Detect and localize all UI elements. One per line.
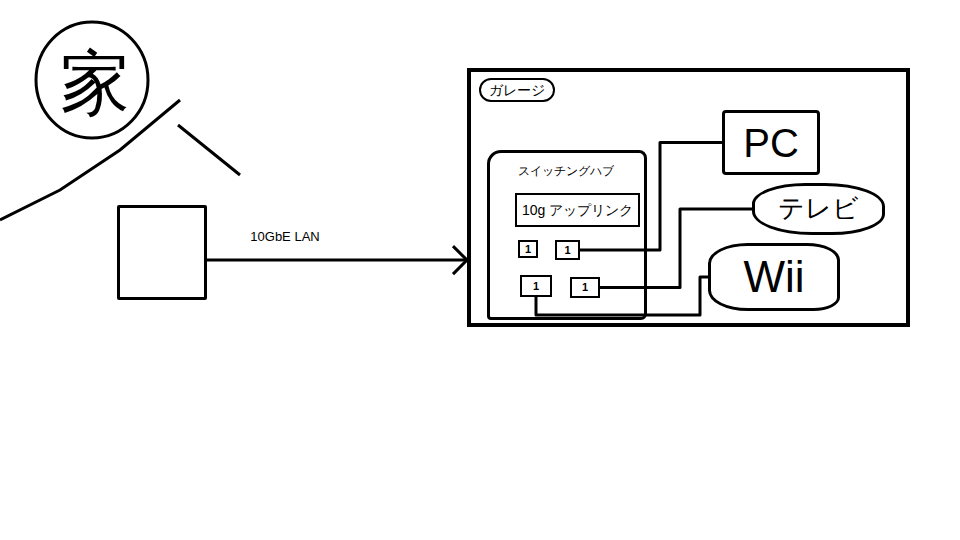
- roof-line: [178, 125, 240, 175]
- connector-line: [600, 209, 752, 288]
- uplink-port: 10g アップリンク: [515, 193, 640, 227]
- lan-cable: [580, 143, 722, 251]
- label-circle: [36, 22, 148, 138]
- lan-port: 1: [520, 275, 552, 297]
- lan-port: 1: [555, 240, 580, 260]
- house-box: 家: [117, 205, 207, 300]
- tv-label: テレビ: [778, 194, 859, 224]
- lan-port: 1: [570, 277, 600, 298]
- port-number: 1: [582, 281, 588, 294]
- switching-hub: スイッチングハブ 10g アップリンク 1 1 1 1: [487, 150, 647, 320]
- network-arrow: [207, 246, 467, 274]
- uplink-label: 10g アップリンク: [522, 202, 633, 218]
- game-console: Wii: [708, 243, 840, 311]
- arrow-head: [453, 246, 467, 274]
- port-number: 1: [564, 244, 570, 257]
- tv-device: テレビ: [752, 183, 885, 235]
- edge-label: 10GbE LAN: [247, 229, 322, 244]
- garage-label: ガレージ: [479, 78, 555, 102]
- pc-device: PC: [722, 110, 820, 175]
- console-label: Wii: [743, 252, 804, 303]
- connector-line: [536, 277, 708, 315]
- hub-label: スイッチングハブ: [518, 165, 614, 179]
- lan-cable: [600, 209, 752, 288]
- port-number: 1: [533, 280, 539, 293]
- pc-label: PC: [743, 120, 799, 166]
- lan-cable: [536, 277, 708, 315]
- connector-line: [207, 259, 467, 262]
- lan-port: 1: [518, 240, 538, 258]
- house-label: 家: [60, 43, 130, 124]
- port-number: 1: [525, 243, 531, 256]
- garage-area: ガレージスイッチングハブ 10g アップリンク 1 1 1 1 PC テレビ Wii: [467, 68, 910, 327]
- connector-line: [580, 143, 722, 251]
